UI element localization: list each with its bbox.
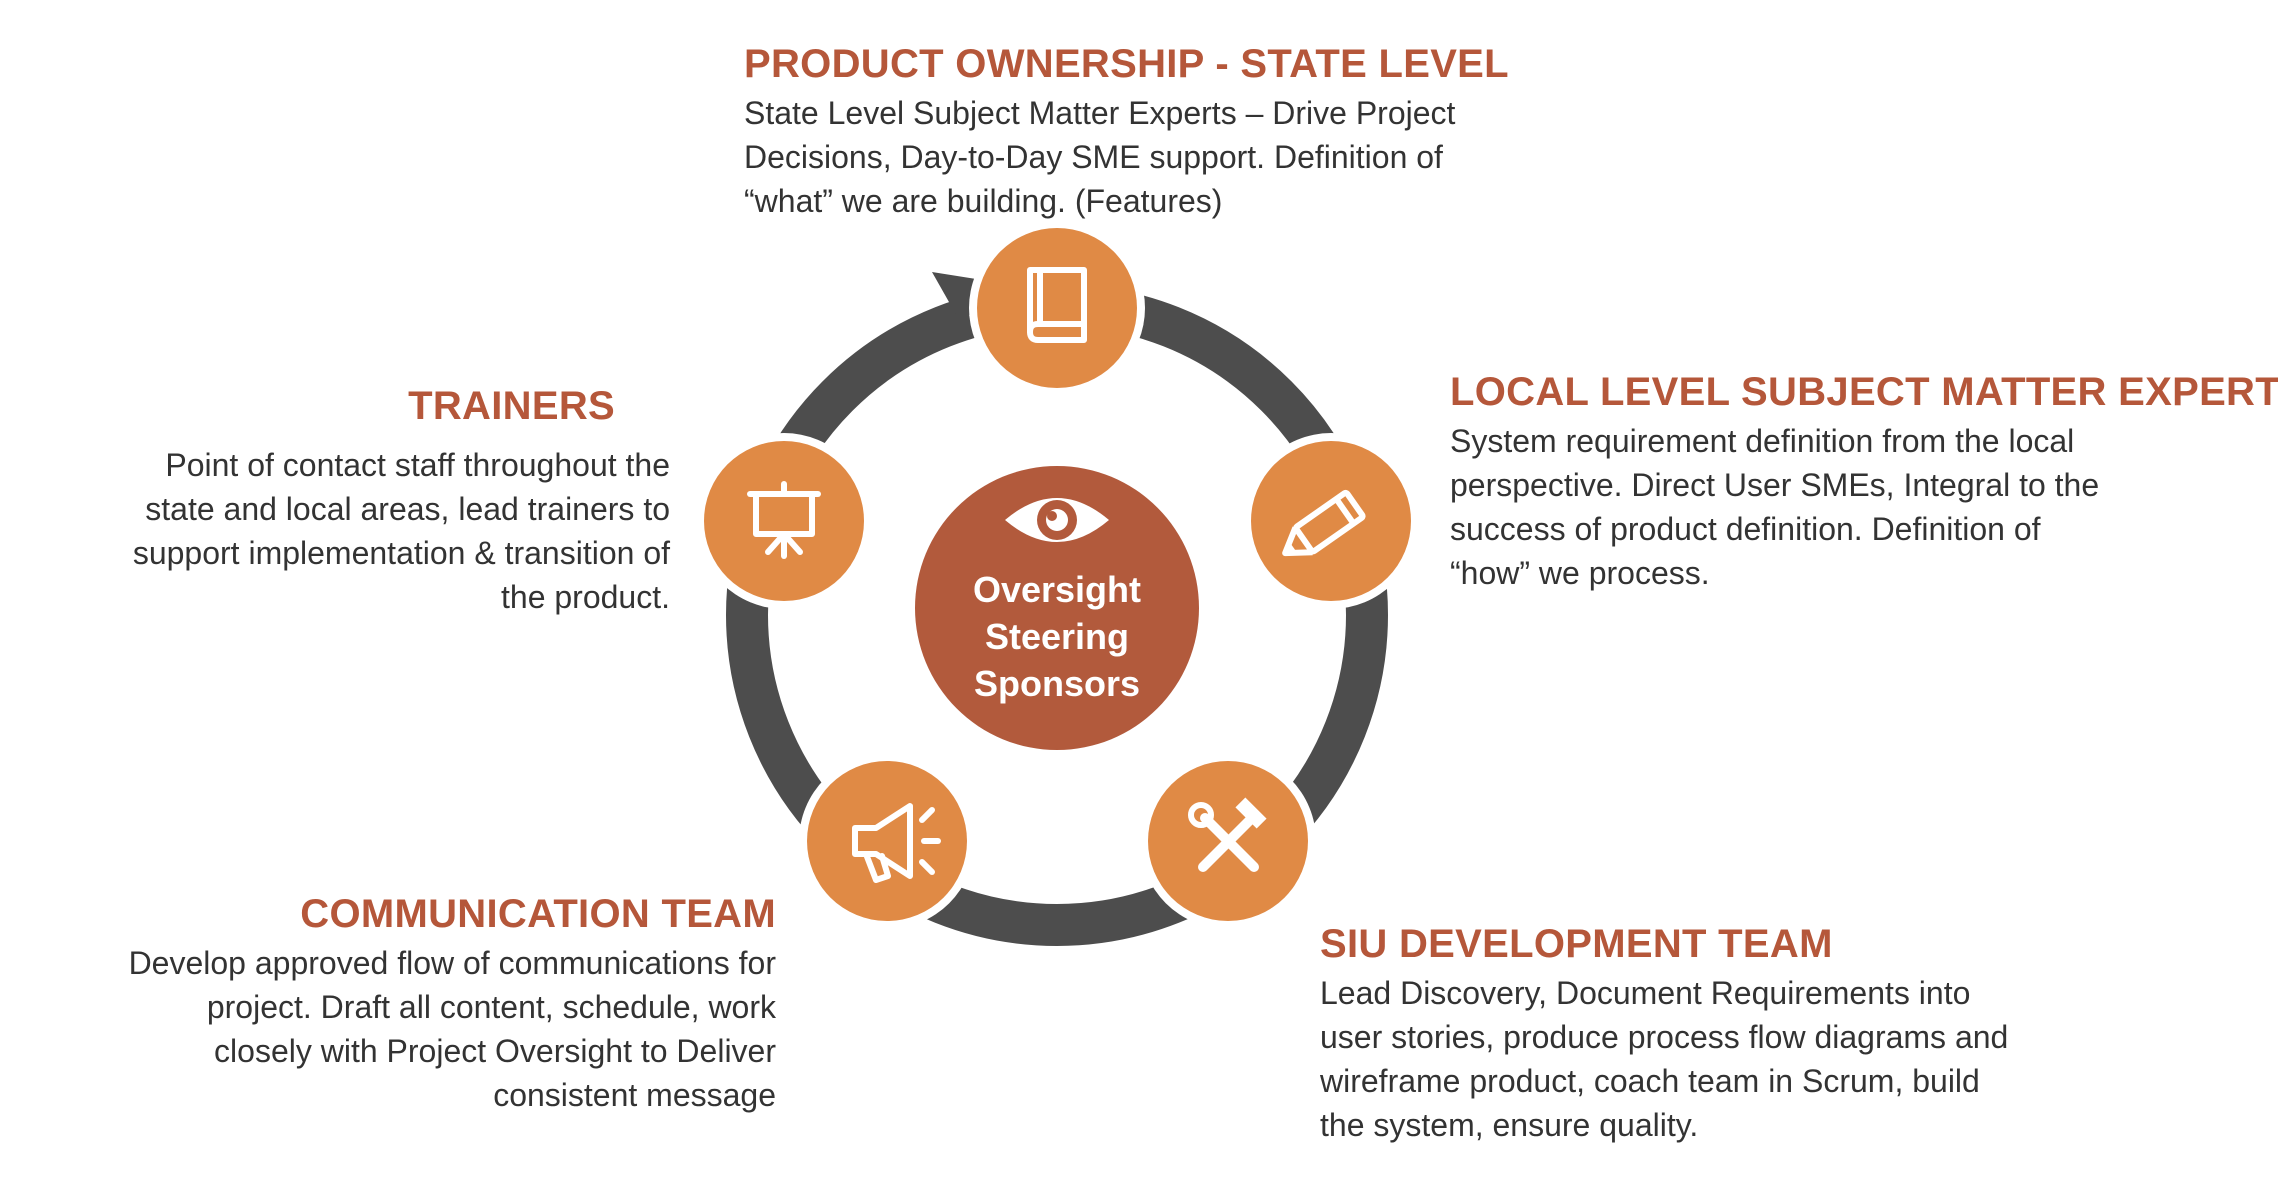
node-product-ownership xyxy=(969,220,1145,396)
node-communication xyxy=(799,753,975,929)
desc-line: consistent message xyxy=(493,1077,776,1113)
communication-desc: Develop approved flow of communications … xyxy=(20,941,776,1117)
desc-line: project. Draft all content, schedule, wo… xyxy=(206,989,776,1025)
desc-line: Lead Discovery, Document Requirements in… xyxy=(1320,975,1971,1011)
node-local-sme xyxy=(1243,433,1419,609)
siu-development-desc: Lead Discovery, Document Requirements in… xyxy=(1320,971,2140,1147)
desc-line: the system, ensure quality. xyxy=(1320,1107,1699,1143)
desc-line: state and local areas, lead trainers to xyxy=(145,491,670,527)
desc-line: Develop approved flow of communications … xyxy=(128,945,776,981)
desc-line: support implementation & transition of xyxy=(132,535,670,571)
desc-line: “how” we process. xyxy=(1450,555,1710,591)
block-local-sme: LOCAL LEVEL SUBJECT MATTER EXPERTS Syste… xyxy=(1450,370,2278,595)
desc-line: System requirement definition from the l… xyxy=(1450,423,2075,459)
product-ownership-desc: State Level Subject Matter Experts – Dri… xyxy=(744,91,1564,223)
presentation-board-icon xyxy=(747,481,821,559)
megaphone-icon xyxy=(852,803,941,883)
center-label-line-1: Oversight xyxy=(973,569,1141,610)
center-label-line-3: Sponsors xyxy=(974,663,1140,704)
eye-icon xyxy=(1005,498,1109,542)
communication-title: COMMUNICATION TEAM xyxy=(300,892,776,936)
block-communication: COMMUNICATION TEAM Develop approved flow… xyxy=(20,892,776,1117)
book-icon xyxy=(1027,267,1087,343)
siu-development-title: SIU DEVELOPMENT TEAM xyxy=(1320,922,1833,966)
block-product-ownership: PRODUCT OWNERSHIP - STATE LEVEL State Le… xyxy=(744,42,1564,223)
product-ownership-title: PRODUCT OWNERSHIP - STATE LEVEL xyxy=(744,42,1509,86)
desc-line: State Level Subject Matter Experts – Dri… xyxy=(744,95,1456,131)
tools-icon xyxy=(1188,797,1267,872)
desc-line: perspective. Direct User SMEs, Integral … xyxy=(1450,467,2100,503)
desc-line: wireframe product, coach team in Scrum, … xyxy=(1320,1063,1980,1099)
node-siu-development xyxy=(1140,753,1316,929)
local-sme-desc: System requirement definition from the l… xyxy=(1450,419,2270,595)
desc-line: “what” we are building. (Features) xyxy=(744,183,1223,219)
desc-line: user stories, produce process flow diagr… xyxy=(1320,1019,2009,1055)
block-siu-development: SIU DEVELOPMENT TEAM Lead Discovery, Doc… xyxy=(1320,922,2140,1147)
desc-line: the product. xyxy=(501,579,670,615)
trainers-desc: Point of contact staff throughout the st… xyxy=(40,443,670,619)
desc-line: closely with Project Oversight to Delive… xyxy=(214,1033,776,1069)
desc-line: success of product definition. Definitio… xyxy=(1450,511,2041,547)
node-trainers xyxy=(696,433,872,609)
local-sme-title: LOCAL LEVEL SUBJECT MATTER EXPERTS xyxy=(1450,370,2278,414)
center-label-line-2: Steering xyxy=(985,616,1129,657)
center-node: Oversight Steering Sponsors xyxy=(915,466,1199,750)
block-trainers: TRAINERS Point of contact staff througho… xyxy=(40,384,670,619)
trainers-title: TRAINERS xyxy=(408,384,615,428)
desc-line: Decisions, Day-to-Day SME support. Defin… xyxy=(744,139,1443,175)
pencil-icon xyxy=(1282,489,1366,557)
desc-line: Point of contact staff throughout the xyxy=(165,447,670,483)
